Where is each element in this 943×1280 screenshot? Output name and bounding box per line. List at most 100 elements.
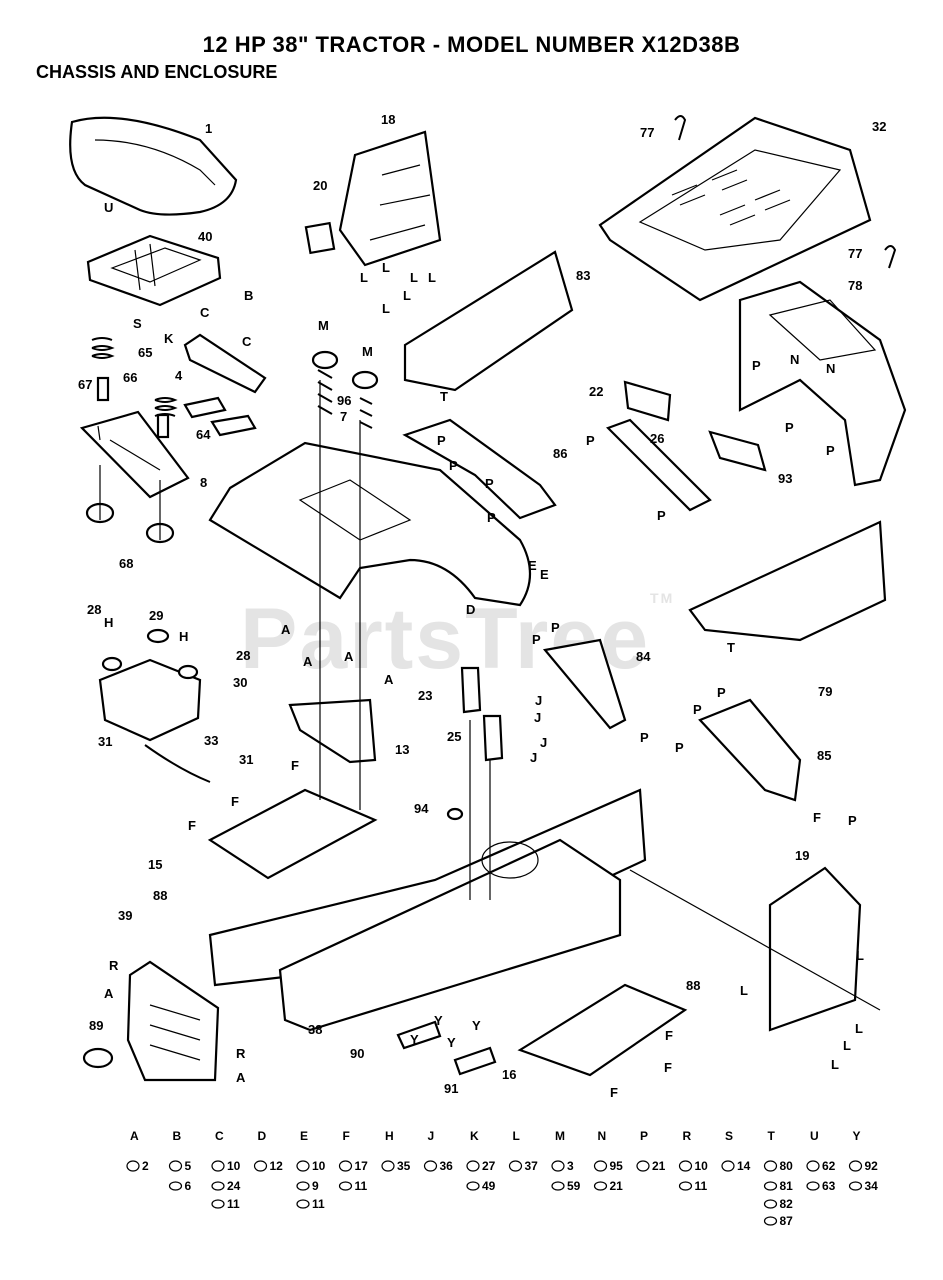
part-fuel-line — [144, 744, 211, 783]
part-bracket-91 — [453, 1046, 497, 1076]
legend-part-E-10: 10 — [312, 1159, 326, 1173]
legend-part-E-9: 9 — [312, 1179, 319, 1193]
legend-part-B-6: 6 — [185, 1179, 192, 1193]
callout-78: 78 — [848, 278, 862, 293]
part-seat-bracket — [183, 333, 267, 394]
legend-letter-Y: Y — [853, 1129, 861, 1143]
legend-letter-A: A — [130, 1129, 139, 1143]
legend-part-E-11: 11 — [312, 1197, 325, 1211]
callout-P: P — [532, 632, 541, 647]
legend-hardware-icon — [296, 1160, 310, 1172]
legend-letter-C: C — [215, 1129, 224, 1143]
legend-part-U-62: 62 — [822, 1159, 836, 1173]
legend-part-F-11: 11 — [355, 1179, 368, 1193]
legend-part-N-95: 95 — [610, 1159, 624, 1173]
legend-letter-K: K — [470, 1129, 479, 1143]
legend-hardware-icon — [806, 1181, 820, 1191]
legend-hardware-icon — [763, 1199, 778, 1209]
part-bezel-93 — [708, 430, 767, 472]
callout-E: E — [540, 567, 549, 582]
callout-J: J — [530, 750, 537, 765]
legend-letter-H: H — [385, 1129, 394, 1143]
legend-part-K-27: 27 — [482, 1159, 496, 1173]
part-bushing-94 — [446, 807, 464, 821]
diagram-subtitle: CHASSIS AND ENCLOSURE — [36, 62, 278, 82]
legend-hardware-icon — [466, 1160, 480, 1172]
part-bracket-84 — [542, 638, 627, 730]
legend-hardware-icon — [168, 1181, 183, 1191]
callout-83: 83 — [576, 268, 590, 283]
part-springs — [91, 337, 178, 439]
legend-part-L-37: 37 — [525, 1159, 539, 1173]
callout-18: 18 — [381, 112, 395, 127]
callout-26: 26 — [650, 431, 664, 446]
callout-Y: Y — [410, 1032, 419, 1047]
part-grille-39 — [126, 960, 220, 1082]
callout-86: 86 — [553, 446, 567, 461]
callout-B: B — [244, 288, 253, 303]
callout-65: 65 — [138, 345, 152, 360]
callout-R: R — [236, 1046, 246, 1061]
callout-P: P — [675, 740, 684, 755]
legend-letter-U: U — [810, 1129, 819, 1143]
legend-part-Y-34: 34 — [865, 1179, 879, 1193]
legend-part-B-5: 5 — [185, 1159, 192, 1173]
callout-33: 33 — [204, 733, 218, 748]
callout-L: L — [360, 270, 368, 285]
part-arm-86 — [402, 418, 557, 520]
callout-38: 38 — [308, 1022, 322, 1037]
part-clips — [674, 115, 897, 269]
legend-letter-E: E — [300, 1129, 308, 1143]
callout-P: P — [586, 433, 595, 448]
part-grille-housing — [738, 280, 907, 487]
callout-P: P — [640, 730, 649, 745]
callout-L: L — [856, 948, 864, 963]
legend-hardware-icon — [763, 1160, 778, 1172]
part-fender-deck — [208, 441, 531, 607]
legend-hardware-icon — [848, 1160, 863, 1172]
hardware-legend: A2B56C102411D12E10911F1711H35J36K2749L37… — [126, 1129, 879, 1228]
callout-P: P — [752, 358, 761, 373]
callout-J: J — [540, 735, 547, 750]
callout-84: 84 — [636, 649, 651, 664]
callout-89: 89 — [89, 1018, 103, 1033]
legend-hardware-icon — [678, 1160, 693, 1172]
part-bracket-90 — [396, 1020, 442, 1050]
callout-P: P — [485, 476, 494, 491]
callout-U: U — [104, 200, 113, 215]
callout-90: 90 — [350, 1046, 364, 1061]
callout-19: 19 — [795, 848, 809, 863]
callout-25: 25 — [447, 729, 461, 744]
callout-8: 8 — [200, 475, 207, 490]
callout-40: 40 — [198, 229, 212, 244]
legend-letter-L: L — [513, 1129, 520, 1143]
legend-letter-T: T — [768, 1129, 776, 1143]
callout-A: A — [236, 1070, 246, 1085]
part-seat-pan — [86, 234, 222, 307]
callout-L: L — [855, 1021, 863, 1036]
legend-hardware-icon — [381, 1160, 395, 1172]
callout-F: F — [664, 1060, 672, 1075]
part-bracket-13 — [288, 698, 377, 764]
part-plate — [304, 221, 336, 255]
part-dash-panel — [338, 130, 442, 267]
part-side-panel-right — [688, 520, 887, 642]
callout-P: P — [657, 508, 666, 523]
legend-part-M-3: 3 — [567, 1159, 574, 1173]
callout-13: 13 — [395, 742, 409, 757]
callout-30: 30 — [233, 675, 247, 690]
callout-93: 93 — [778, 471, 792, 486]
callout-31: 31 — [98, 734, 112, 749]
legend-hardware-icon — [551, 1160, 565, 1172]
legend-letter-F: F — [343, 1129, 350, 1143]
legend-letter-P: P — [640, 1129, 648, 1143]
legend-part-C-10: 10 — [227, 1159, 241, 1173]
callout-28: 28 — [87, 602, 101, 617]
callout-23: 23 — [418, 688, 432, 703]
legend-hardware-icon — [126, 1160, 140, 1172]
callout-L: L — [403, 288, 411, 303]
part-side-panel-left — [403, 250, 574, 392]
callout-28: 28 — [236, 648, 250, 663]
legend-letter-B: B — [173, 1129, 182, 1143]
